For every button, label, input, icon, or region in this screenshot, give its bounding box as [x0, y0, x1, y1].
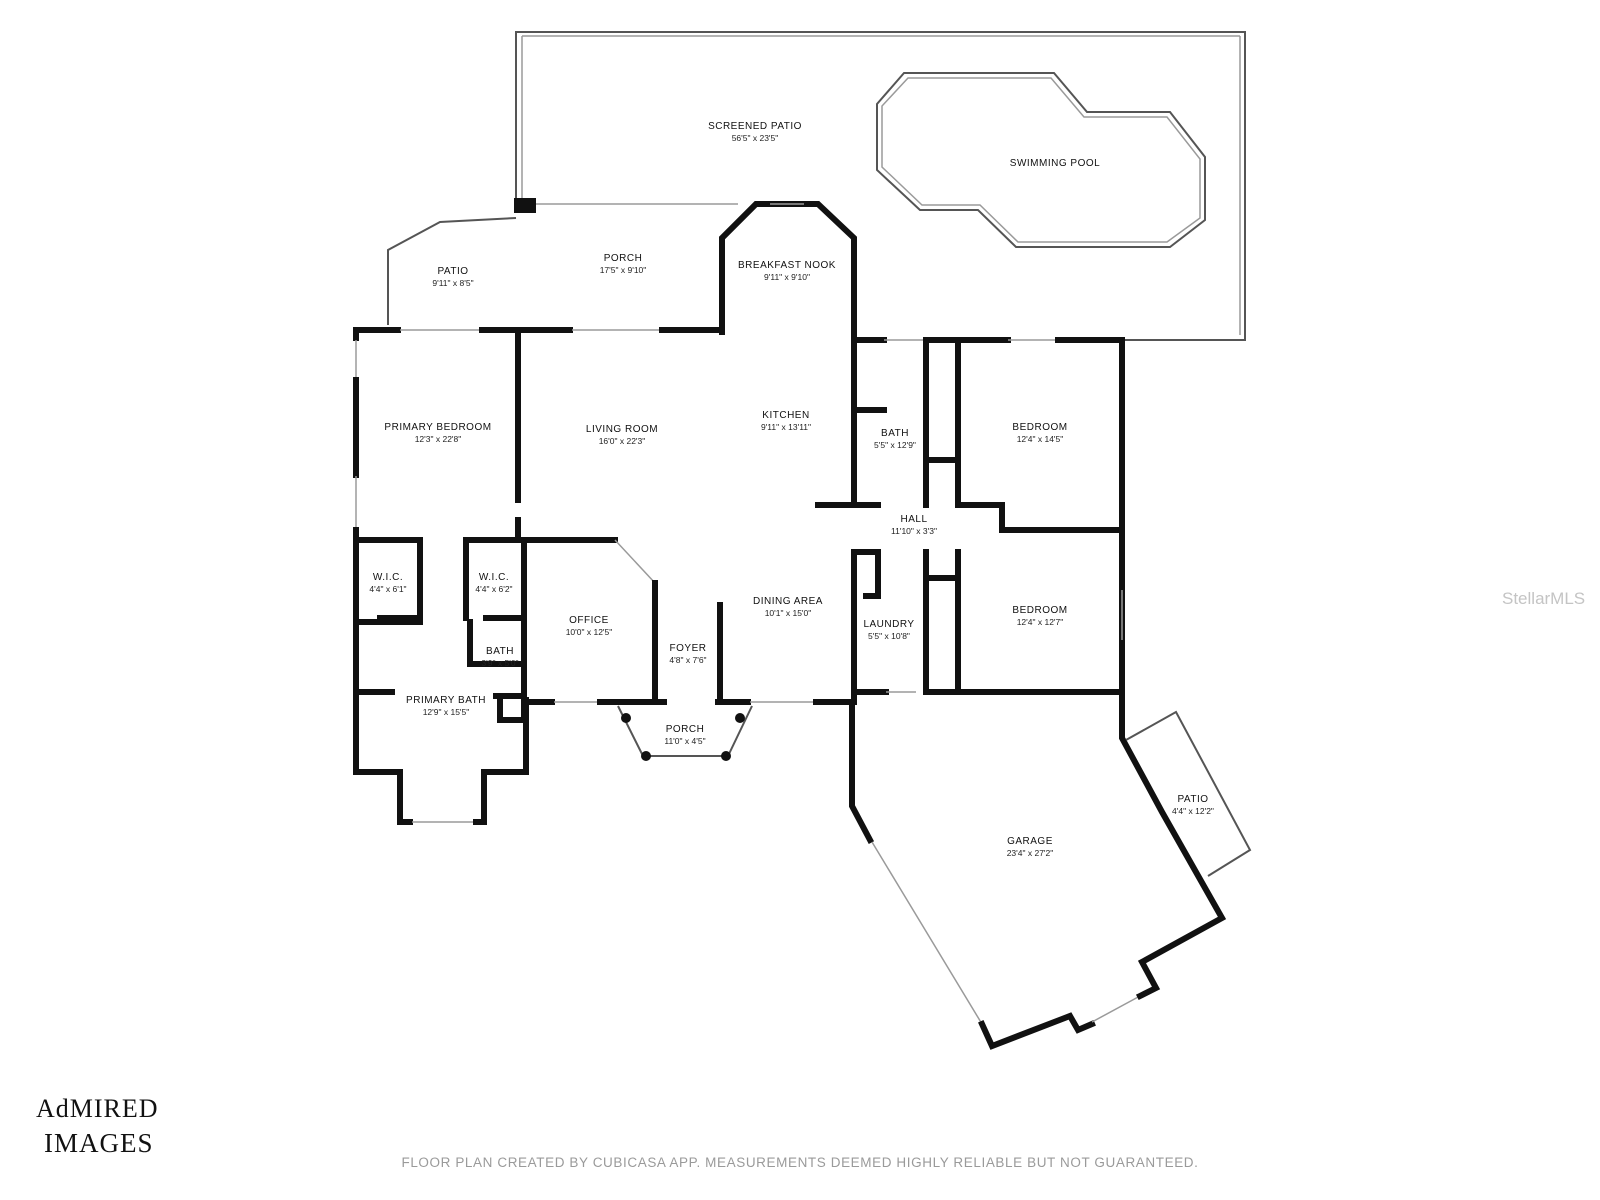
dim-bath-mid: 5'5" x 12'9" [874, 440, 916, 450]
dim-porch-back: 17'5" x 9'10" [600, 265, 647, 275]
label-bath-mid: BATH [881, 428, 909, 439]
exterior-back-wall [353, 327, 1125, 343]
label-porch-back: PORCH [604, 253, 643, 264]
label-bedroom-bottom: BEDROOM [1012, 605, 1067, 616]
dim-breakfast-nook: 9'11" x 9'10" [764, 272, 810, 282]
patio-right-outline [1125, 710, 1252, 877]
label-bath-small: BATH [486, 646, 514, 657]
patio-left-outline [387, 217, 517, 325]
label-garage: GARAGE [1007, 836, 1053, 847]
label-laundry: LAUNDRY [863, 619, 914, 630]
label-porch-front: PORCH [666, 724, 705, 735]
dim-bedroom-bottom: 12'4" x 12'7" [1017, 617, 1064, 627]
office-walls [521, 537, 667, 705]
label-primary-bedroom: PRIMARY BEDROOM [384, 422, 491, 433]
dim-primary-bedroom: 12'3" x 22'8" [415, 434, 462, 444]
kitchen-walls [815, 337, 887, 508]
label-patio-right: PATIO [1177, 794, 1208, 805]
front-porch [617, 602, 855, 761]
dim-porch-front: 11'0" x 4'5" [664, 736, 705, 746]
label-living-room: LIVING ROOM [586, 424, 658, 435]
label-screened-patio: SCREENED PATIO [708, 121, 802, 132]
dim-patio-right: 4'4" x 12'2" [1172, 806, 1214, 816]
bedroom-block-walls [851, 337, 1125, 705]
label-bedroom-top: BEDROOM [1012, 422, 1067, 433]
dim-office: 10'0" x 12'5" [566, 627, 613, 637]
dim-dining-area: 10'1" x 15'0" [765, 608, 812, 618]
dim-kitchen: 9'11" x 13'11" [761, 422, 811, 432]
dim-hall: 11'10" x 3'3" [891, 526, 937, 536]
dim-laundry: 5'5" x 10'8" [868, 631, 910, 641]
label-dining-area: DINING AREA [753, 596, 823, 607]
dim-wic-left: 4'4" x 6'1" [369, 584, 406, 594]
screened-patio-outline [514, 31, 1246, 341]
dim-screened-patio: 56'5" x 23'5" [732, 133, 779, 143]
label-primary-bath: PRIMARY BATH [406, 695, 486, 706]
label-patio-left: PATIO [437, 266, 468, 277]
dim-bath-small: 3'9" x 5'0" [481, 658, 518, 668]
dim-primary-bath: 12'9" x 15'5" [423, 707, 470, 717]
label-breakfast-nook: BREAKFAST NOOK [738, 260, 836, 271]
garage-walls [849, 689, 1227, 1050]
stellarmls-watermark: StellarMLS [1502, 589, 1586, 608]
label-foyer: FOYER [670, 643, 707, 654]
primary-bath-walls [353, 769, 413, 825]
dim-wic-right: 4'4" x 6'2" [475, 584, 512, 594]
room-labels: SCREENED PATIO 56'5" x 23'5" SWIMMING PO… [369, 121, 1214, 858]
swimming-pool-outline [876, 72, 1206, 248]
dim-living-room: 16'0" x 22'3" [599, 436, 646, 446]
logo-images: IMAGES [44, 1128, 154, 1158]
label-kitchen: KITCHEN [762, 410, 809, 421]
label-hall: HALL [900, 514, 927, 525]
logo-admired: AdMIRED [36, 1094, 159, 1123]
label-swimming-pool: SWIMMING POOL [1010, 158, 1100, 169]
dim-patio-left: 9'11" x 8'5" [432, 278, 473, 288]
label-wic-right: W.I.C. [479, 572, 509, 583]
dim-bedroom-top: 12'4" x 14'5" [1017, 434, 1064, 444]
dim-garage: 23'4" x 27'2" [1007, 848, 1054, 858]
closet-walls [353, 537, 527, 723]
label-wic-left: W.I.C. [373, 572, 403, 583]
dim-foyer: 4'8" x 7'6" [669, 655, 706, 665]
label-office: OFFICE [569, 615, 609, 626]
footer-disclaimer: FLOOR PLAN CREATED BY CUBICASA APP. MEAS… [401, 1155, 1199, 1170]
